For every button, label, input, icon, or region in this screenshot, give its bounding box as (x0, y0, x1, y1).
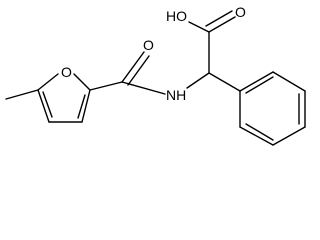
bond-carbonyl-o (121, 51, 145, 83)
bond-carbonyl-n (121, 81, 166, 95)
amide-nh-label: NH (166, 87, 186, 103)
acid-hydroxyl-label: HO (166, 8, 187, 24)
structural-formula: O O NH HO O (5, 4, 306, 146)
bond-acid-o-double (205, 10, 233, 27)
bond-c2-c3-inner (77, 94, 86, 119)
bond-c4-c5-inner (42, 91, 53, 118)
bond-ph-inner-a (245, 76, 274, 94)
bond-c4-c5 (37, 89, 50, 123)
bond-acid-o (208, 16, 236, 33)
bond-ph-5-6 (239, 126, 274, 146)
bond-c2-carbonyl (89, 81, 123, 91)
bond-alpha-phenyl (208, 72, 241, 92)
bond-c2-c3 (81, 89, 91, 123)
bond-methyl-c5 (5, 89, 39, 100)
bond-ph-1-2 (239, 71, 274, 92)
bond-ph-4-5 (272, 126, 306, 146)
furan-oxygen-label: O (61, 64, 72, 80)
bond-acid-oh (188, 21, 210, 33)
bond-ph-2-3 (272, 71, 306, 92)
bond-n-alpha (186, 72, 210, 89)
bond-ph-inner-c (245, 123, 274, 141)
bond-c5-o1 (37, 73, 59, 91)
bond-o1-c2 (73, 73, 91, 91)
bond-carbonyl-o-double (127, 55, 150, 86)
acid-oxygen-label: O (235, 4, 246, 20)
amide-oxygen-label: O (143, 37, 154, 53)
